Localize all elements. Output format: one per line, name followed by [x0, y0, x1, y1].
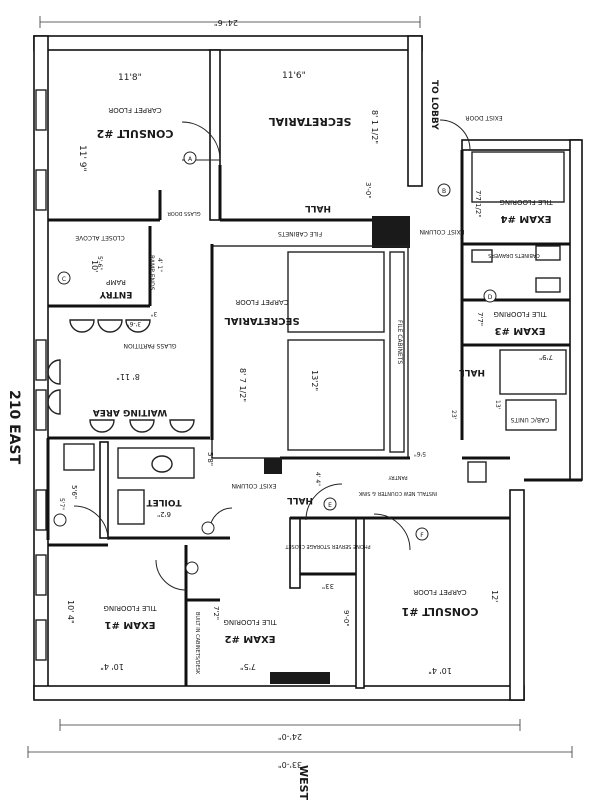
toilet-dim2: 6'2": [157, 510, 171, 518]
entry-name: ENTRY: [99, 289, 132, 299]
pantry-label: PANTRY: [387, 474, 407, 480]
to-lobby-label: TO LOBBY: [429, 80, 439, 130]
closet-name: CLOSET ALCOVE: [75, 234, 125, 241]
waiting-name: WAITING AREA: [93, 407, 167, 417]
storage-dim: 33": [322, 582, 334, 590]
consult1-dim2: 10' 4": [428, 666, 452, 675]
top-dim: 24'-6": [214, 18, 238, 27]
dim-13: 13': [494, 400, 501, 410]
cabinets-drawers-label: CABINETS DRAWERS: [488, 252, 540, 258]
file-cabinets-side-label: FILE CABINETS: [396, 320, 403, 364]
consult2-floor: CARPET FLOOR: [108, 106, 161, 114]
exam2-dim1: 7'5": [240, 662, 256, 671]
consult2-height: 11' 9": [77, 145, 87, 172]
secretarial-top-height: 8' 1 1/2": [370, 110, 379, 144]
tag-e: E: [328, 502, 332, 509]
exist-door-label: EXIST DOOR: [465, 114, 502, 121]
secretarial-top-width: 11'6": [282, 71, 306, 81]
secretarial-main-dim2: 8' 7 1/2": [238, 368, 247, 402]
street-label: 210 EAST: [6, 390, 22, 465]
dimension-lines: [27, 16, 573, 758]
waiting-width: 8' 11": [116, 372, 140, 381]
secretarial-main-floor: CARPET FLOOR: [235, 298, 288, 306]
tag-b: B: [442, 188, 446, 195]
glass-door-label: GLASS DOOR: [167, 210, 201, 216]
toilet-dim1: 5'8": [206, 452, 214, 466]
dim-9-0: 9'-0": [342, 610, 350, 627]
exam1-dim2: 10' 4": [100, 662, 124, 671]
consult2-name: CONSULT #2: [97, 127, 174, 140]
hall-right-label: HALL: [459, 367, 485, 377]
tag-f: F: [420, 532, 424, 539]
hall-top-label: HALL: [305, 203, 331, 213]
entry-ramp: RAMP: [106, 278, 126, 286]
bottom-dim-2: 33'-0": [278, 760, 302, 769]
tag-d: D: [488, 294, 493, 301]
exam3-name: EXAM #3: [494, 325, 545, 336]
exist-column-top-label: EXIST COLUMN: [419, 228, 464, 235]
consult2-width: 11'8": [118, 73, 142, 83]
secretarial-main-dim1: 13'2": [310, 370, 319, 391]
exam3-dim1: 7'7": [476, 312, 484, 326]
tag-c: C: [62, 276, 66, 283]
room-labels: CONSULT #2 CARPET FLOOR 11'8" 11' 9" SEC…: [6, 18, 554, 800]
exam1-floor: TILE FLOORING: [103, 604, 157, 612]
exam1-name: EXAM #1: [104, 619, 155, 630]
exam1-dim1: 10' 4": [66, 600, 75, 624]
consult1-dim1: 12': [490, 590, 499, 602]
interior-walls: [46, 49, 570, 689]
dim-3: 3": [150, 310, 157, 317]
dim-23: 23': [450, 410, 457, 420]
dim-5-6: 5'-6": [96, 256, 103, 270]
entry-ramp-dim: 10': [90, 260, 99, 272]
exam4-floor: TILE FLOORING: [499, 198, 553, 206]
cabinets-units-label: CAB/C UNITS: [510, 416, 549, 423]
toilet-dim3: 5'6": [70, 485, 78, 499]
exam2-dim2: 7'2": [212, 606, 220, 620]
file-cabinets-top-label: FILE CABINETS: [278, 230, 322, 237]
dim-5-6b: 5'6": [414, 450, 426, 457]
tag-a: A: [188, 156, 193, 163]
dim-3-6: 3'-6": [127, 320, 141, 327]
exam3-floor: TILE FLOORING: [493, 310, 547, 318]
exam3-dim2: 7'9": [539, 353, 553, 361]
storage-name: PHONE SERVER STORAGE CLOSET: [284, 543, 370, 549]
west-label: WEST: [297, 765, 310, 800]
exam2-floor: TILE FLOORING: [223, 618, 277, 626]
dim-4-1: 4' 1": [156, 258, 163, 272]
bottom-dim-1: 24'-0": [278, 732, 302, 741]
dim-3-0: 3'-0": [364, 182, 372, 199]
consult1-name: CONSULT #1: [402, 605, 479, 618]
secretarial-top-name: SECRETARIAL: [269, 115, 352, 128]
glass-partition-label: GLASS PARTITION: [124, 342, 177, 349]
dim-5-7: 5'7": [58, 498, 65, 510]
secretarial-main-name: SECRETARIAL: [224, 315, 300, 326]
exam4-name: EXAM #4: [500, 213, 551, 224]
exterior-walls: [33, 35, 583, 701]
exam4-dim1: 7'7 1/2": [474, 190, 482, 218]
toilet-name: TOILET: [146, 497, 182, 507]
sink-note-label: INSTALL NEW COUNTER & SINK: [358, 490, 437, 496]
exam2-name: EXAM #2: [224, 633, 275, 644]
entry-ramp-note: RAMP ENDS: [148, 255, 155, 291]
dim-4-4: 4' 4": [314, 472, 321, 486]
exam2-note: BUILT IN CABINETS/DESK: [194, 612, 200, 675]
hall-center-label: HALL: [287, 495, 313, 505]
door-tags: [53, 151, 497, 575]
door-swings: [73, 119, 471, 591]
exist-column-mid-label: EXIST COLUMN: [231, 482, 276, 489]
consult1-floor: CARPET FLOOR: [413, 588, 466, 596]
